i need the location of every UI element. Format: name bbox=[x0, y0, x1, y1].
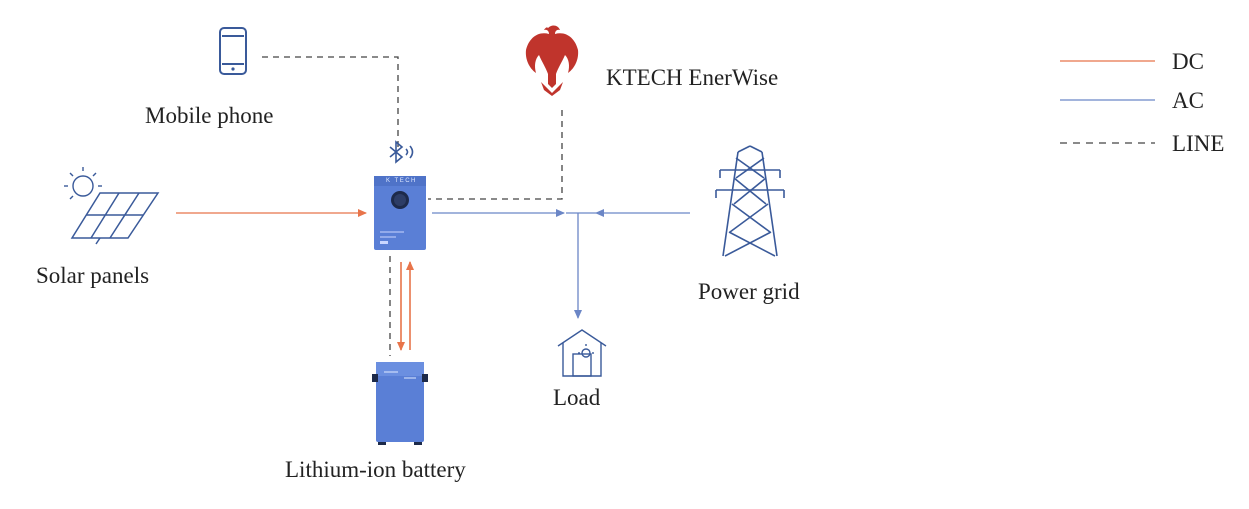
sun-icon bbox=[64, 167, 102, 200]
bluetooth-icon bbox=[389, 140, 414, 164]
power-tower-icon bbox=[715, 145, 785, 257]
power-grid-label: Power grid bbox=[698, 279, 800, 304]
phone-icon bbox=[219, 27, 247, 75]
inverter-unit bbox=[374, 176, 426, 250]
load-label: Load bbox=[553, 385, 601, 410]
legend-dc-label: DC bbox=[1172, 49, 1204, 74]
house-icon bbox=[557, 329, 607, 377]
inverter-brand-label: K TECH bbox=[386, 178, 417, 184]
phone-link-line bbox=[262, 56, 399, 148]
battery-unit bbox=[372, 362, 428, 445]
phoenix-logo bbox=[525, 25, 579, 96]
legend-line-label: LINE bbox=[1172, 131, 1225, 156]
mobile-phone-label: Mobile phone bbox=[145, 103, 274, 128]
cloud-link-line bbox=[428, 110, 563, 200]
brand-label: KTECH EnerWise bbox=[606, 65, 779, 90]
legend-ac-label: AC bbox=[1172, 88, 1204, 113]
battery-label: Lithium-ion battery bbox=[285, 457, 466, 482]
solar-panels-label: Solar panels bbox=[36, 263, 150, 288]
solar-panel-icon bbox=[70, 192, 160, 245]
legend bbox=[1060, 60, 1155, 144]
